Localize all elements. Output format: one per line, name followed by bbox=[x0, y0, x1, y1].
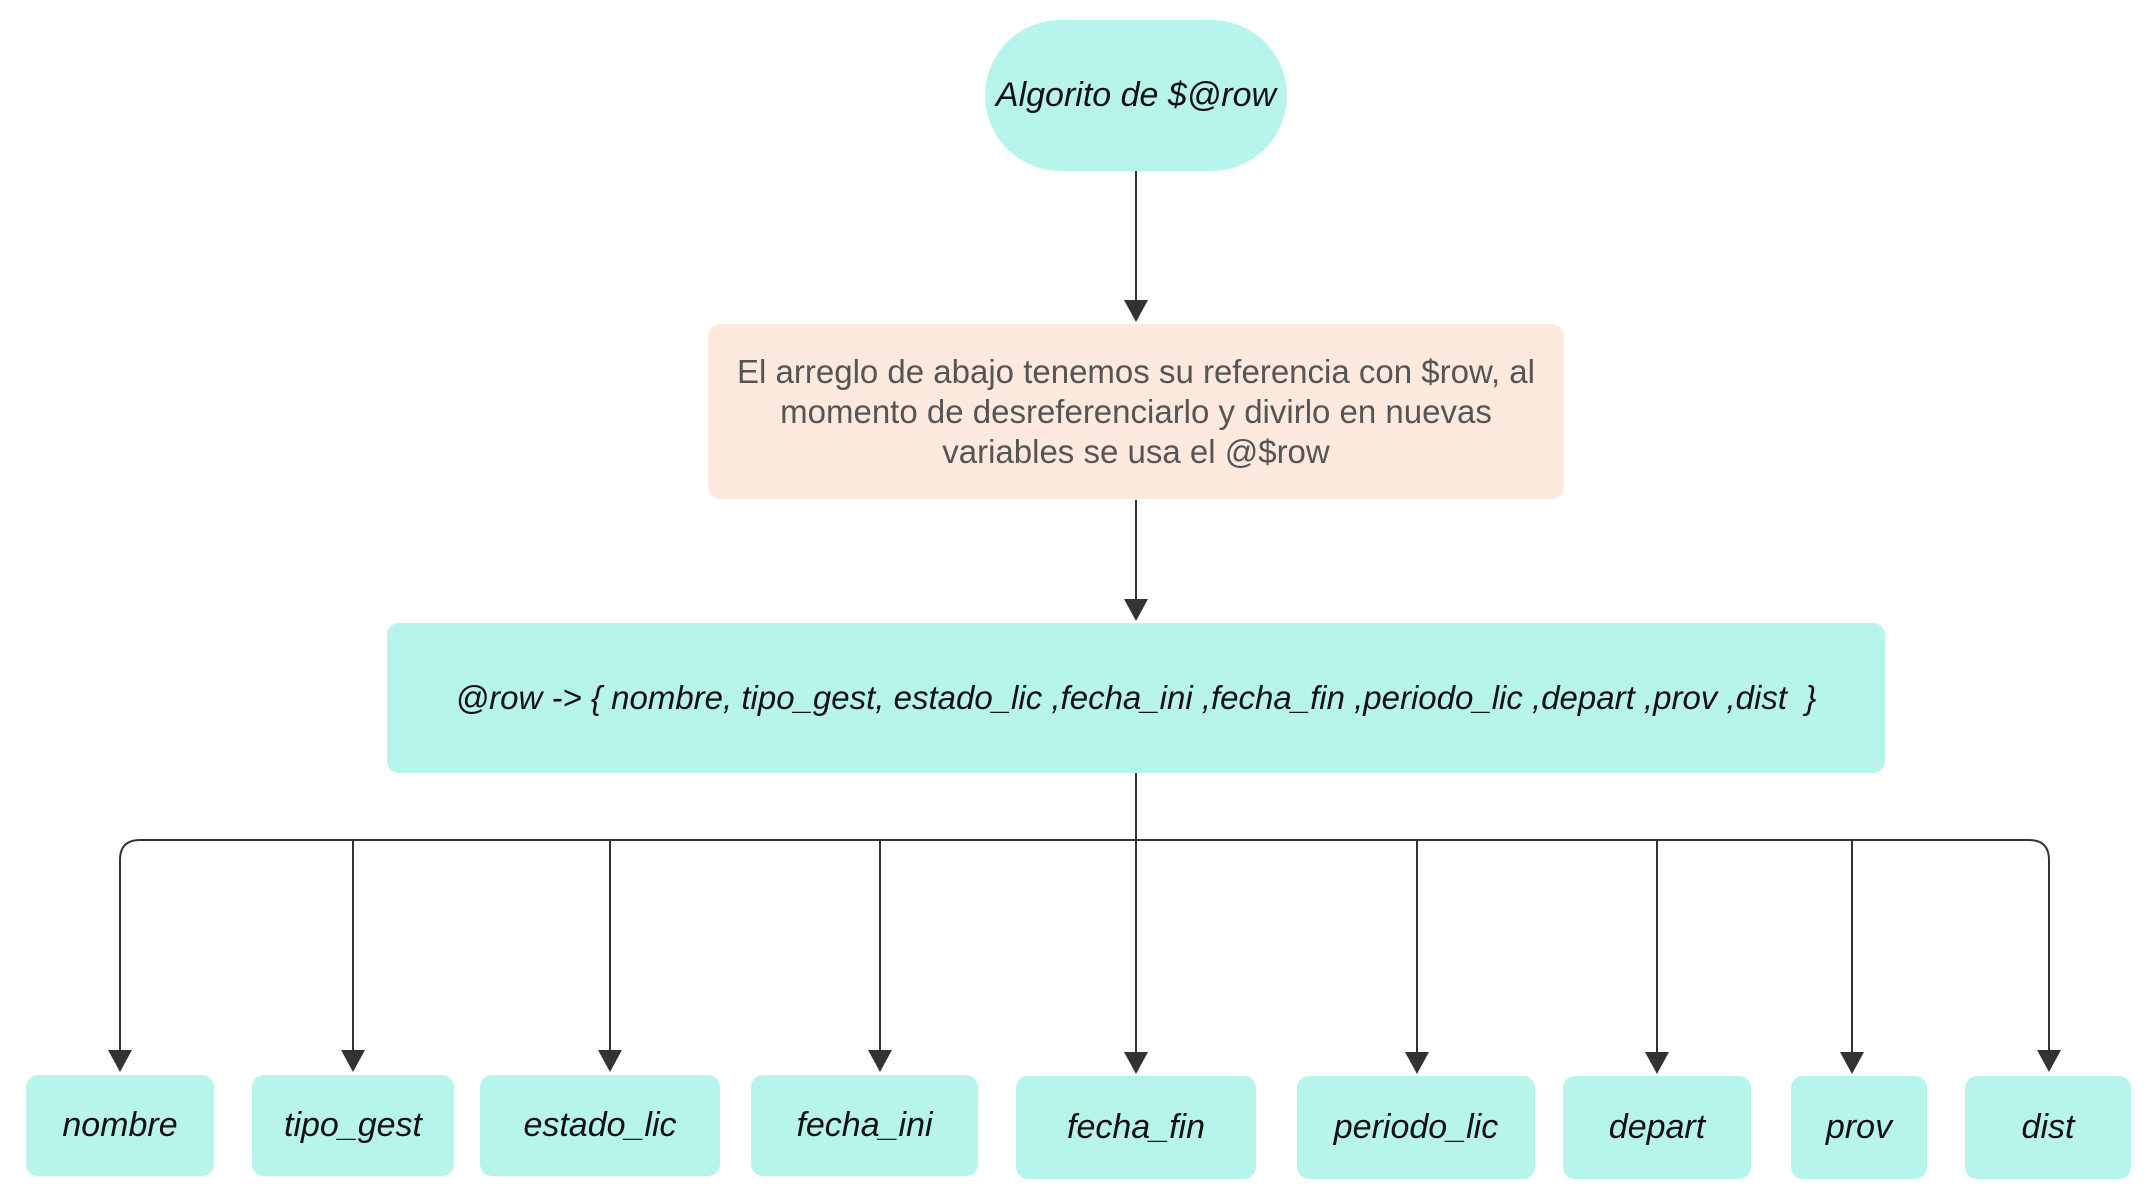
leaf-node-nombre[interactable]: nombre bbox=[26, 1075, 214, 1176]
start-node[interactable]: Algorito de $@row bbox=[985, 20, 1287, 171]
leaf-node-fecha-fin[interactable]: fecha_fin bbox=[1016, 1076, 1256, 1179]
leaf-node-dist[interactable]: dist bbox=[1965, 1076, 2131, 1179]
note-node[interactable]: El arreglo de abajo tenemos su referenci… bbox=[708, 324, 1564, 499]
leaf-node-fecha-ini[interactable]: fecha_ini bbox=[751, 1075, 978, 1176]
connector-bus bbox=[119, 839, 2061, 1072]
leaf-node-prov[interactable]: prov bbox=[1791, 1076, 1927, 1179]
array-node[interactable]: @row -> { nombre, tipo_gest, estado_lic … bbox=[387, 623, 1885, 773]
leaf-node-periodo-lic[interactable]: periodo_lic bbox=[1297, 1076, 1535, 1179]
leaf-node-tipo-gest[interactable]: tipo_gest bbox=[252, 1075, 454, 1176]
leaf-node-estado-lic[interactable]: estado_lic bbox=[480, 1075, 720, 1176]
leaf-node-depart[interactable]: depart bbox=[1563, 1076, 1751, 1179]
